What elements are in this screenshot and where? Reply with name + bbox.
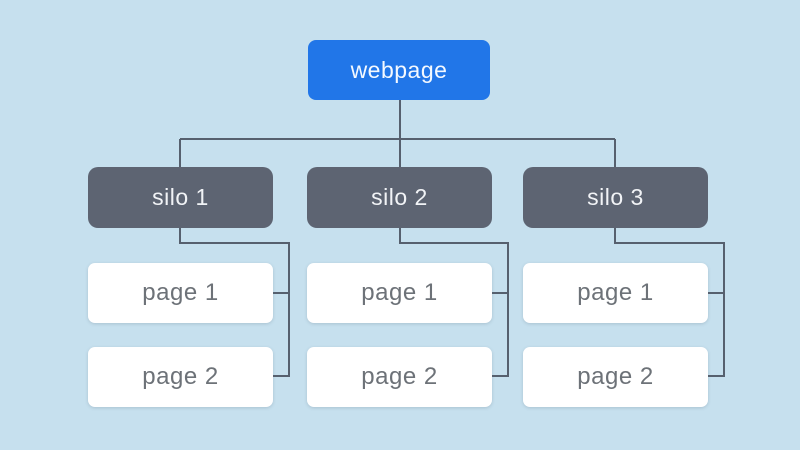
connector-root-to-silos [179,100,616,167]
page-node-silo1-page1: page 1 [88,263,273,323]
connector-silo3-to-pages [614,228,725,377]
silo-node-1: silo 1 [88,167,273,228]
page-node-label: page 2 [142,363,219,390]
connector-silo2-to-pages [399,228,509,377]
silo-node-2: silo 2 [307,167,492,228]
page-node-silo3-page2: page 2 [523,347,708,407]
connector-silo1-to-pages [179,228,290,377]
silo-node-label: silo 2 [371,184,428,210]
page-node-silo2-page2: page 2 [307,347,492,407]
page-node-label: page 1 [577,279,654,306]
page-node-label: page 1 [142,279,219,306]
page-node-label: page 2 [577,363,654,390]
page-node-silo1-page2: page 2 [88,347,273,407]
silo-node-label: silo 3 [587,184,644,210]
silo-node-label: silo 1 [152,184,209,210]
root-node-label: webpage [350,56,448,83]
page-node-silo3-page1: page 1 [523,263,708,323]
page-node-label: page 2 [361,363,438,390]
page-node-silo2-page1: page 1 [307,263,492,323]
page-node-label: page 1 [361,279,438,306]
silo-node-3: silo 3 [523,167,708,228]
root-node-webpage: webpage [308,40,490,100]
